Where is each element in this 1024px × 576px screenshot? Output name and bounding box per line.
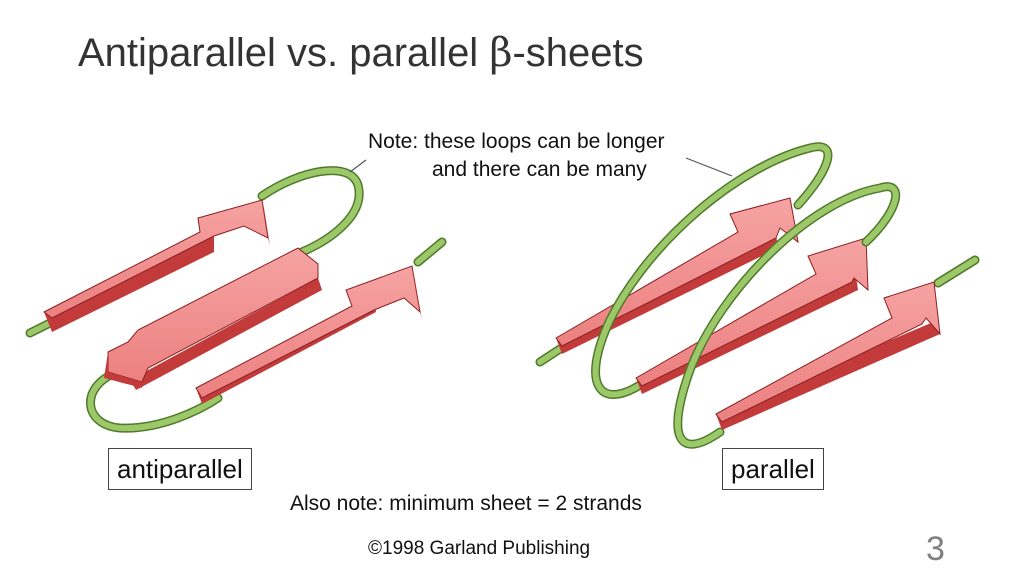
antiparallel-strand-2 <box>104 247 322 390</box>
note-pointer-right <box>685 157 733 177</box>
title-text: Antiparallel vs. parallel <box>78 31 490 75</box>
antiparallel-bottom-loop <box>86 367 223 433</box>
parallel-sheet <box>535 142 980 449</box>
note-pointer-left <box>349 159 367 173</box>
minimum-sheet-note: Also note: minimum sheet = 2 strands <box>290 492 642 515</box>
antiparallel-top-loop <box>257 166 364 257</box>
parallel-label: parallel <box>722 448 824 490</box>
antiparallel-strand-3 <box>195 265 422 404</box>
antiparallel-sheet <box>25 166 447 433</box>
antiparallel-strand-1 <box>43 199 270 332</box>
loop-note-line-2: and there can be many <box>432 158 647 181</box>
copyright-text: ©1998 Garland Publishing <box>368 538 591 559</box>
parallel-strand-3 <box>715 281 941 430</box>
slide-number: 3 <box>926 530 945 568</box>
loop-note-line-1: Note: these loops can be longer <box>368 130 665 153</box>
slide-title: Antiparallel vs. parallel β-sheets <box>78 30 644 76</box>
title-suffix: -sheets <box>512 31 644 75</box>
title-beta-symbol: β <box>489 30 513 76</box>
antiparallel-label: antiparallel <box>108 448 252 490</box>
loop-note: Note: these loops can be longer and ther… <box>368 128 665 184</box>
